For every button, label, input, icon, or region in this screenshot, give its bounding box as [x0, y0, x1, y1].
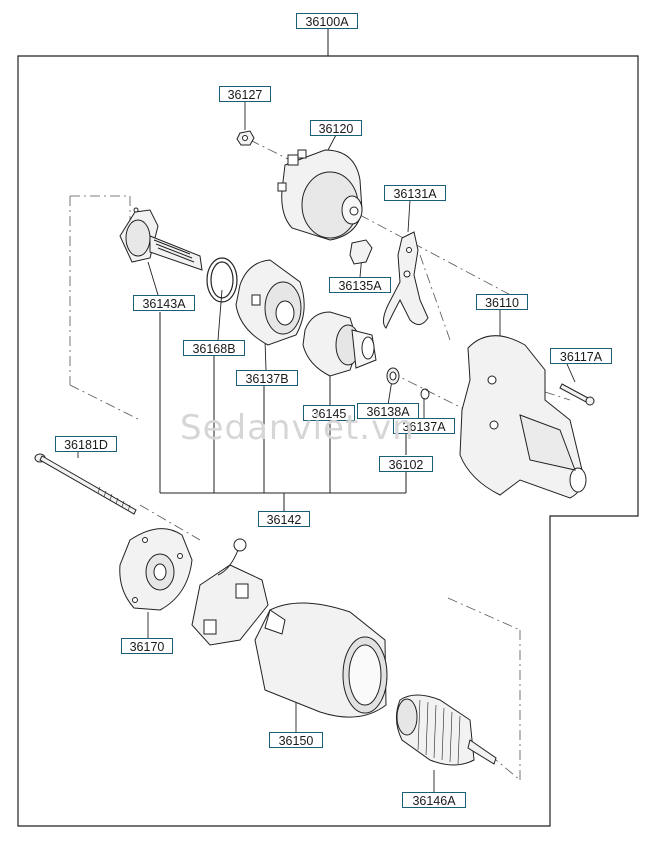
label-36120[interactable]: 36120 [310, 120, 362, 136]
part-36138A-washer [386, 367, 400, 385]
part-36131A-lever [382, 231, 429, 329]
part-36150-yoke [254, 602, 388, 718]
label-assembly[interactable]: 36100A [296, 13, 358, 29]
assembly-frame [17, 55, 639, 827]
part-36168B-ring [206, 257, 238, 303]
part-36135A-block [349, 239, 373, 265]
label-36102[interactable]: 36102 [379, 456, 433, 472]
label-36142[interactable]: 36142 [258, 511, 310, 527]
part-36137A-clip [420, 388, 430, 400]
label-36127[interactable]: 36127 [219, 86, 271, 102]
part-36181D-long-bolt [34, 453, 137, 515]
dashed-guides [69, 139, 571, 781]
label-36137B[interactable]: 36137B [236, 370, 298, 386]
part-36120-solenoid [277, 149, 363, 241]
part-36143A-shaft [119, 207, 203, 271]
part-36145-drive [302, 311, 377, 377]
part-36127-nut [236, 130, 255, 146]
part-36110-front-housing [459, 335, 587, 499]
part-36117A-bolt [559, 383, 595, 406]
label-36138A[interactable]: 36138A [357, 403, 419, 419]
label-36135A[interactable]: 36135A [329, 277, 391, 293]
label-36170[interactable]: 36170 [121, 638, 173, 654]
label-36117A[interactable]: 36117A [550, 348, 612, 364]
part-brush-holder [191, 538, 269, 646]
label-36181D[interactable]: 36181D [55, 436, 117, 452]
group-bracket-36142 [159, 312, 407, 512]
label-36131A[interactable]: 36131A [384, 185, 446, 201]
label-36137A[interactable]: 36137A [393, 418, 455, 434]
label-36143A[interactable]: 36143A [133, 295, 195, 311]
part-36170-rear-plate [119, 528, 193, 611]
label-36145[interactable]: 36145 [303, 405, 355, 421]
label-36110[interactable]: 36110 [476, 294, 528, 310]
label-36150[interactable]: 36150 [269, 732, 323, 748]
label-36146A[interactable]: 36146A [402, 792, 466, 808]
part-36137B-housing [235, 259, 305, 346]
label-36168B[interactable]: 36168B [183, 340, 245, 356]
watermark-text: Sedanviet.vn [180, 408, 415, 448]
part-36146A-armature [396, 694, 497, 766]
